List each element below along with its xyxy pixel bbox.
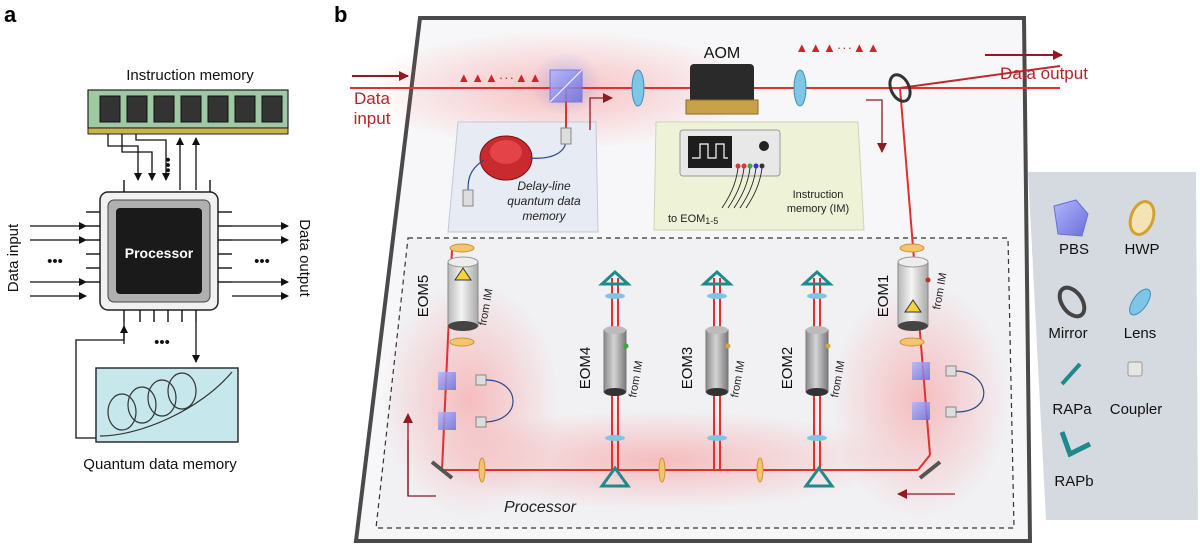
pbs-input bbox=[549, 69, 583, 103]
legend-rapa-icon bbox=[1060, 362, 1082, 386]
legend-lens-icon bbox=[1129, 288, 1151, 316]
im-label-2: memory (IM) bbox=[787, 203, 849, 215]
panel-a: a Instruction memory ••• bbox=[4, 2, 313, 473]
panel-a-letter: a bbox=[4, 2, 17, 27]
data-output-label: Data output bbox=[1000, 64, 1088, 83]
mirror-top bbox=[888, 73, 912, 103]
eom3-label: EOM3 bbox=[679, 347, 696, 390]
memory-dots: ••• bbox=[154, 334, 170, 351]
legend-mirror-label: Mirror bbox=[1048, 325, 1087, 342]
bottom-raps bbox=[599, 465, 835, 488]
quantum-memory-box bbox=[95, 367, 239, 443]
legend-rapb-icon bbox=[1059, 431, 1092, 458]
delay-line-label-1: Delay-line bbox=[517, 179, 571, 193]
aom-device bbox=[685, 64, 759, 115]
processor-chip: Processor bbox=[86, 180, 232, 322]
data-input-label: Data input bbox=[5, 223, 22, 292]
eom1 bbox=[897, 243, 931, 347]
data-output-arrows bbox=[232, 222, 289, 300]
legend-panel: PBS HWP Mirror Lens RAPa Coupler RAPb bbox=[1028, 172, 1198, 520]
data-input-label-2: input bbox=[354, 109, 391, 128]
legend-hwp-label: HWP bbox=[1125, 241, 1160, 258]
legend-pbs-label: PBS bbox=[1059, 241, 1089, 258]
right-pbs-pair bbox=[912, 362, 985, 420]
eom4 bbox=[598, 269, 632, 441]
legend-rapb-label: RAPb bbox=[1054, 473, 1093, 490]
lens-1 bbox=[631, 69, 645, 107]
eom2 bbox=[800, 269, 834, 441]
direction-arrow-1 bbox=[589, 93, 613, 130]
panel-b: b Dat bbox=[334, 2, 1088, 543]
instruction-memory-device bbox=[679, 129, 781, 209]
mirror-bottom-right bbox=[918, 460, 942, 480]
instruction-memory-label: Instruction memory bbox=[126, 67, 254, 84]
aom-label: AOM bbox=[704, 45, 740, 62]
eom3 bbox=[700, 269, 734, 441]
eom5 bbox=[447, 243, 479, 347]
memory-link-lines bbox=[75, 322, 200, 439]
legend-hwp-icon bbox=[1128, 200, 1156, 236]
delay-line-label-2: quantum data bbox=[507, 194, 581, 208]
delay-line-label-3: memory bbox=[522, 209, 566, 223]
processor-label: Processor bbox=[125, 245, 194, 261]
eom2-label: EOM2 bbox=[779, 347, 796, 390]
eom4-label: EOM4 bbox=[577, 347, 594, 390]
legend-plate bbox=[1028, 172, 1198, 520]
quantum-memory-label: Quantum data memory bbox=[83, 456, 237, 473]
panel-b-letter: b bbox=[334, 2, 347, 27]
processor-region-label: Processor bbox=[504, 499, 577, 516]
lens-2 bbox=[793, 69, 807, 107]
input-dots: ••• bbox=[47, 253, 63, 270]
to-eom-label: to EOM1-5 bbox=[668, 213, 718, 226]
eom1-label: EOM1 bbox=[875, 275, 892, 318]
legend-coupler-label: Coupler bbox=[1110, 401, 1163, 418]
eom5-label: EOM5 bbox=[415, 275, 432, 318]
left-pbs-pair bbox=[438, 372, 514, 430]
bus-dots-top: ••• bbox=[159, 157, 176, 173]
data-output-label: Data output bbox=[296, 219, 313, 297]
memory-bus-lines bbox=[107, 134, 200, 190]
bottom-hwps bbox=[478, 457, 764, 483]
mirror-bottom-left bbox=[430, 460, 454, 480]
data-input-arrows bbox=[30, 222, 87, 300]
output-pulses: ▲▲▲···▲▲ bbox=[795, 40, 880, 55]
output-dots: ••• bbox=[254, 253, 270, 270]
legend-coupler-icon bbox=[1127, 361, 1143, 377]
im-label-1: Instruction bbox=[793, 189, 844, 201]
delay-line-fiber bbox=[462, 127, 572, 207]
input-pulses: ▲▲▲···▲▲ bbox=[457, 70, 542, 85]
direction-arrow-2 bbox=[866, 99, 887, 153]
legend-mirror-icon bbox=[1057, 285, 1087, 319]
legend-pbs-icon bbox=[1053, 199, 1089, 237]
instruction-memory-ram-icon bbox=[87, 89, 289, 135]
legend-rapa-label: RAPa bbox=[1052, 401, 1092, 418]
legend-lens-label: Lens bbox=[1124, 325, 1157, 342]
data-input-label-1: Data bbox=[354, 89, 390, 108]
